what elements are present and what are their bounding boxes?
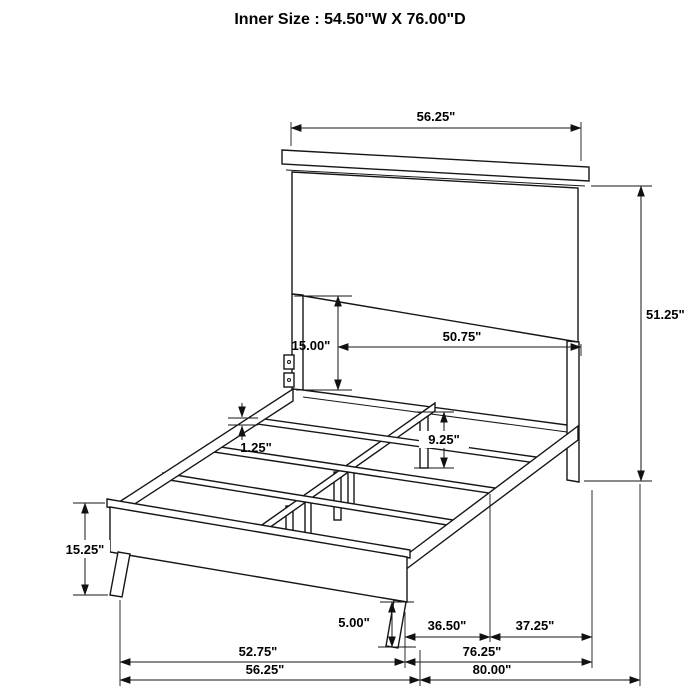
label-backing (60, 540, 110, 558)
dim-label-depth-b: 76.25" (463, 644, 502, 659)
dim-label-foot-span: 36.50" (428, 618, 467, 633)
label-backing (419, 431, 469, 448)
dim-label-footboard-height: 15.25" (66, 542, 105, 557)
dim-label-top-width: 56.25" (417, 109, 456, 124)
dim-label-bottom-width: 56.25" (246, 662, 285, 677)
footboard-leg-left (109, 551, 131, 598)
headboard-cap-lip (285, 169, 586, 187)
dim-label-depth-a: 52.75" (239, 644, 278, 659)
rail-bracket-upper (283, 354, 295, 370)
dim-panel-gap: 15.00" (292, 295, 352, 391)
slat-leg-2 (347, 468, 355, 508)
dim-head-span: 37.25" (489, 618, 593, 641)
dim-bottom-width: 56.25" (119, 662, 421, 684)
bracket-pin-upper (287, 360, 291, 364)
dim-label-panel-gap: 15.00" (292, 338, 331, 353)
footboard-cap (106, 498, 411, 559)
dim-label-head-span: 37.25" (516, 618, 555, 633)
dim-label-overall-depth: 80.00" (473, 662, 512, 677)
bracket-pin-lower (287, 378, 291, 382)
footboard (106, 498, 411, 649)
footboard-panel (109, 506, 408, 603)
footboard-leg-right (385, 599, 407, 649)
headboard-cleat-bottom (302, 396, 568, 433)
dim-label-headboard-height: 51.25" (646, 307, 685, 322)
dim-top-width: 56.25" (290, 109, 582, 161)
dim-leg-height: 5.00" (338, 601, 416, 648)
slat-rear (249, 416, 537, 464)
dim-label-slat-thickness: 1.25" (240, 440, 271, 455)
dim-overall-depth: 80.00" (419, 662, 641, 684)
slats (162, 416, 537, 538)
dim-headboard-height: 51.25" (584, 185, 685, 482)
dimensions: 56.25" 51.25" 50.75" 15.00" (60, 109, 685, 686)
headboard-panel (291, 171, 579, 343)
diagram-title: Inner Size : 54.50"W X 76.00"D (234, 11, 465, 28)
dim-slat-thickness: 1.25" (228, 403, 272, 455)
dim-footboard-height: 15.25" (60, 502, 110, 596)
rail-bracket-lower (283, 372, 295, 388)
dim-label-leg-height: 5.00" (338, 615, 369, 630)
dim-foot-span: 36.50" (404, 618, 491, 641)
headboard-cap (281, 149, 590, 182)
slat-leg-1 (304, 498, 312, 538)
dim-label-support-height: 9.25" (428, 432, 459, 447)
dim-inner-width: 50.75" (337, 329, 582, 356)
dim-support-height: 9.25" (414, 411, 469, 469)
dim-depth-a: 52.75" (119, 644, 406, 666)
dim-label-inner-width: 50.75" (443, 329, 482, 344)
headboard-post-right (566, 340, 580, 483)
dim-depth-b: 76.25" (404, 644, 593, 666)
